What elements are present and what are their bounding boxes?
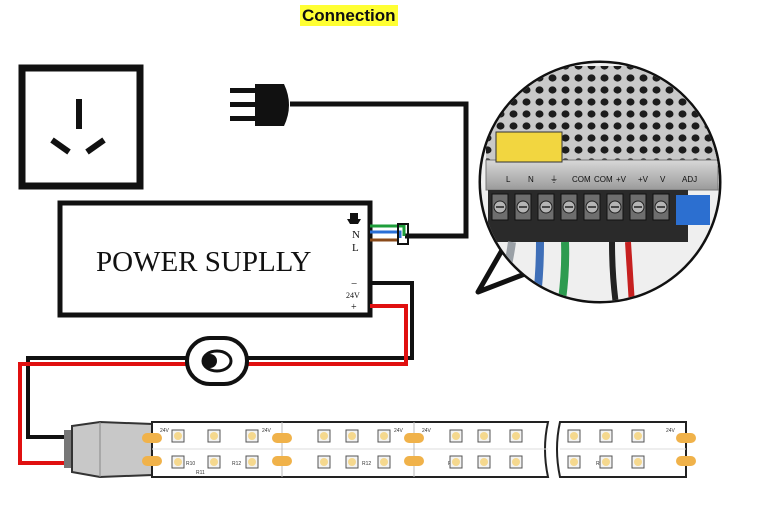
strip-voltage-label: 24V	[160, 428, 170, 434]
led-chip	[477, 429, 491, 443]
diagram-title: Connection	[300, 5, 398, 26]
led-chip	[509, 455, 523, 469]
led-chip	[599, 455, 613, 469]
dc-output-wires	[18, 281, 414, 465]
photo-terminal-label: +V	[616, 175, 627, 184]
led-chip	[631, 429, 645, 443]
photo-terminal-label: L	[506, 175, 511, 184]
led-strip: 24V 24V 24V 24V 24V R11 R10 R12 R12 R10 …	[142, 421, 696, 478]
terminal-voltage-label: 24V	[346, 291, 360, 300]
terminal-l-label: L	[352, 242, 359, 254]
strip-resistor-label: R11	[196, 470, 205, 476]
led-chip	[377, 429, 391, 443]
photo-terminal-label: ⏚	[550, 175, 558, 184]
terminal-plus-label: +	[351, 302, 357, 313]
photo-terminal-label: +V	[638, 175, 649, 184]
led-chip	[345, 429, 359, 443]
led-chip	[599, 429, 613, 443]
photo-terminal-label: N	[528, 175, 534, 184]
strip-voltage-label: 24V	[666, 428, 676, 434]
solder-pad	[404, 456, 424, 466]
connector-icon	[64, 420, 153, 479]
photo-terminal-label: V	[660, 175, 666, 184]
led-chip	[567, 455, 581, 469]
solder-pad	[142, 456, 162, 466]
strip-voltage-label: 24V	[422, 428, 432, 434]
wall-socket-icon	[18, 64, 144, 190]
led-chip	[207, 455, 221, 469]
strip-resistor-label: R12	[362, 461, 371, 467]
led-chip	[171, 455, 185, 469]
led-chip	[317, 429, 331, 443]
led-chip	[245, 429, 259, 443]
led-chip	[245, 455, 259, 469]
strip-resistor-label: R12	[232, 461, 241, 467]
solder-pad	[142, 433, 162, 443]
led-chip	[345, 455, 359, 469]
led-chip	[207, 429, 221, 443]
strip-voltage-label: 24V	[394, 428, 404, 434]
solder-pad	[404, 433, 424, 443]
ground-symbol-icon	[350, 213, 358, 219]
strip-voltage-label: 24V	[262, 428, 272, 434]
terminal-n-label: N	[352, 229, 360, 241]
led-chip	[449, 429, 463, 443]
photo-terminal-label: COM	[572, 175, 591, 184]
photo-terminal-label: COM	[594, 175, 613, 184]
inline-switch-icon[interactable]	[185, 336, 249, 386]
solder-pad	[676, 433, 696, 443]
mains-cable	[290, 101, 469, 239]
solder-pad	[676, 456, 696, 466]
led-chip	[631, 455, 645, 469]
input-wires	[370, 223, 409, 245]
power-supply-label: POWER SUPLLY	[96, 246, 311, 278]
power-plug-icon	[230, 84, 289, 126]
power-supply: POWER SUPLLY N L − 24V +	[57, 200, 373, 318]
solder-pad	[272, 456, 292, 466]
photo-terminal-label: ADJ	[682, 175, 697, 184]
led-chip	[377, 455, 391, 469]
solder-pad	[272, 433, 292, 443]
led-chip	[171, 429, 185, 443]
led-chip	[317, 455, 331, 469]
led-chip	[477, 455, 491, 469]
led-chip	[567, 429, 581, 443]
strip-resistor-label: R10	[186, 461, 195, 467]
terminal-minus-label: −	[351, 278, 357, 290]
led-chip	[449, 455, 463, 469]
led-chip	[509, 429, 523, 443]
